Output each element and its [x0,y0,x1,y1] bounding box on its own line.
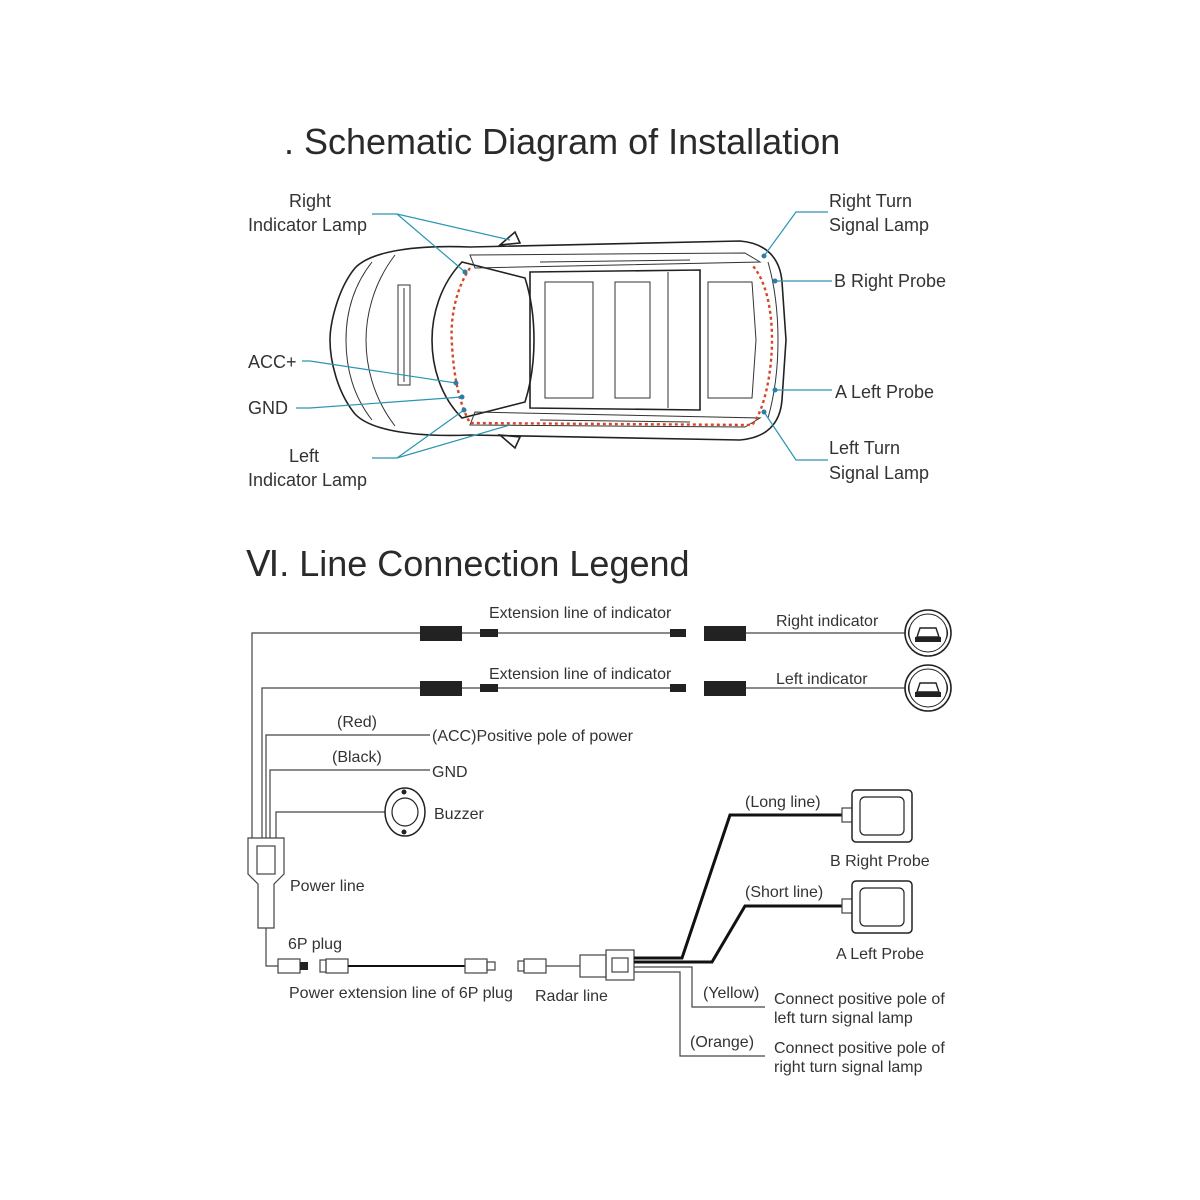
orange-desc-2: right turn signal lamp [774,1059,923,1076]
wiring-route [450,264,774,427]
car-top-view [329,230,787,450]
left-indicator-label-1: Left [289,446,319,466]
orange-wire-label: (Orange) [690,1034,754,1051]
red-wire-label: (Red) [337,714,377,731]
gnd-wire-label: GND [432,764,468,781]
radar-line-label: Radar line [535,988,608,1005]
acc-power-label: (ACC)Positive pole of power [432,728,634,745]
power-ext-label: Power extension line of 6P plug [289,985,513,1002]
ext-line-label-1: Extension line of indicator [489,605,672,622]
yellow-wire-label: (Yellow) [703,985,759,1002]
radar-line [517,813,842,1057]
wiring-harness [247,632,430,967]
right-turn-label-2: Signal Lamp [829,215,929,235]
extension-line-right [420,626,905,641]
orange-desc-1: Connect positive pole of [774,1040,945,1057]
a-left-probe-icon [841,880,913,934]
buzzer-icon [384,787,426,837]
six-p-plug-label: 6P plug [288,936,342,953]
short-line-label: (Short line) [745,884,823,901]
b-right-probe-icon [841,789,913,843]
right-indicator-label: Right indicator [776,613,879,630]
black-wire-label: (Black) [332,749,382,766]
left-turn-label-1: Left Turn [829,438,900,458]
left-turn-label-2: Signal Lamp [829,463,929,483]
section2-title: Ⅵ. Line Connection Legend [246,543,690,584]
right-indicator-label-1: Right [289,191,331,211]
left-indicator-label-2: Indicator Lamp [248,470,367,490]
right-turn-label-1: Right Turn [829,191,912,211]
yellow-desc-2: left turn signal lamp [774,1010,913,1027]
section1-title: . Schematic Diagram of Installation [284,121,840,162]
a-left-probe-caption: A Left Probe [836,946,924,963]
yellow-desc-1: Connect positive pole of [774,991,945,1008]
long-line-label: (Long line) [745,794,821,811]
left-indicator-label: Left indicator [776,671,868,688]
b-right-probe-caption: B Right Probe [830,853,930,870]
a-left-probe-label: A Left Probe [835,382,934,402]
power-extension-6p [277,958,496,974]
power-line-label: Power line [290,878,365,895]
gnd-label: GND [248,398,288,418]
ext-line-label-2: Extension line of indicator [489,666,672,683]
buzzer-label: Buzzer [434,806,484,823]
leader-lines [296,211,832,461]
b-right-probe-label: B Right Probe [834,271,946,291]
right-indicator-label-2: Indicator Lamp [248,215,367,235]
right-indicator-icon [904,609,952,657]
acc-label: ACC+ [248,352,297,372]
left-indicator-icon [904,664,952,712]
extension-line-left [420,681,905,696]
